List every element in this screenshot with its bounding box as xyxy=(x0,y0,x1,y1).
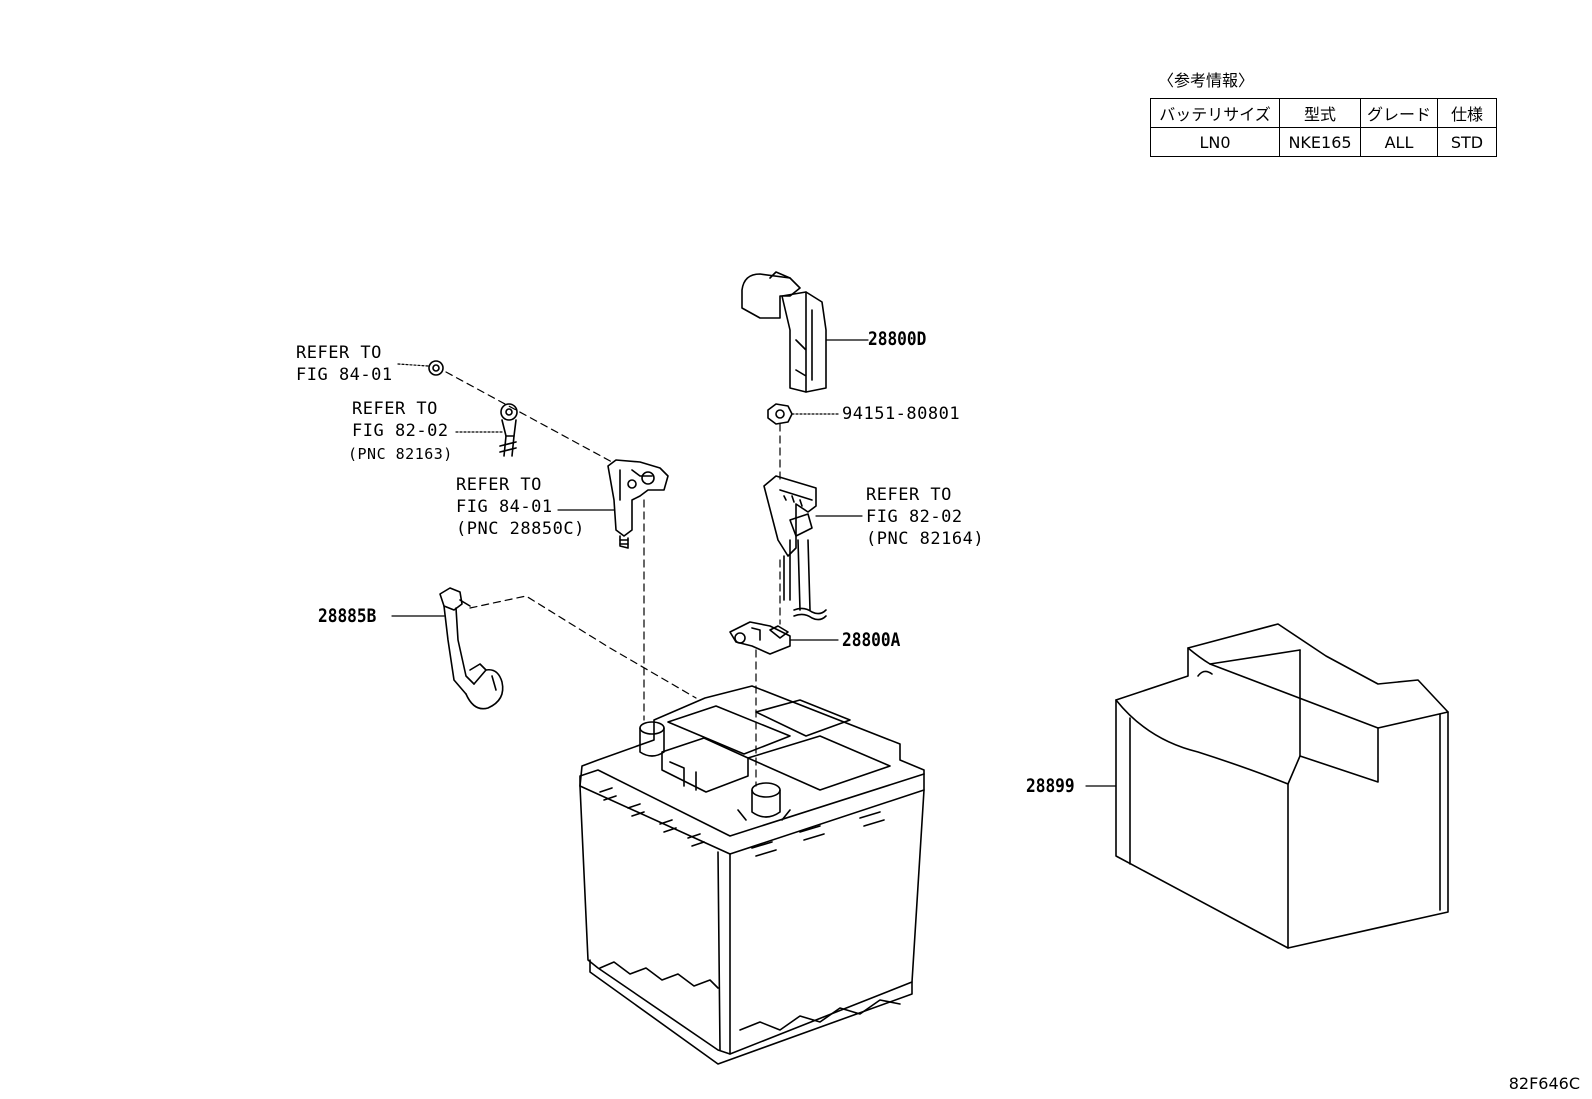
ref-fig-82-02-left-line1: REFER TO xyxy=(352,399,438,419)
part-number-28800d: 28800D xyxy=(868,328,927,350)
leader-lines xyxy=(391,339,1117,787)
positive-clamp xyxy=(763,475,827,621)
ref-fig-84-01-top-line2: FIG 84-01 xyxy=(296,365,393,385)
header-model: 型式 xyxy=(1279,98,1361,128)
battery-sensor xyxy=(607,459,669,549)
battery xyxy=(579,685,925,1065)
cell-grade: ALL xyxy=(1360,127,1438,157)
header-spec: 仕様 xyxy=(1437,98,1497,128)
cell-model: NKE165 xyxy=(1279,127,1361,157)
battery-insulator-28899 xyxy=(1115,623,1449,949)
part-number-28800a: 28800A xyxy=(842,629,901,651)
terminal-cover-28800d xyxy=(741,271,827,393)
part-number-94151-80801: 94151-80801 xyxy=(842,404,961,424)
nut-94151-80801 xyxy=(767,403,793,425)
figure-code: 82F646C xyxy=(1508,1074,1580,1093)
ground-cable-28885b xyxy=(439,587,504,710)
ref-fig-84-01-top-line1: REFER TO xyxy=(296,343,382,363)
ring-terminal xyxy=(499,403,518,457)
small-nut xyxy=(428,360,444,376)
ref-fig-82-02-right-line2: FIG 82-02 xyxy=(866,507,963,527)
header-grade: グレード xyxy=(1360,98,1438,128)
header-battery-size: バッテリサイズ xyxy=(1150,98,1280,128)
assembly-lines xyxy=(445,371,781,787)
cell-spec: STD xyxy=(1437,127,1497,157)
ref-fig-82-02-right-line3: (PNC 82164) xyxy=(866,529,985,549)
ref-fig-82-02-right-line1: REFER TO xyxy=(866,485,952,505)
ref-fig-84-01-mid-line2: FIG 84-01 xyxy=(456,497,553,517)
table-header-row: バッテリサイズ 型式 グレード 仕様 xyxy=(1150,98,1497,128)
ref-fig-84-01-mid-line1: REFER TO xyxy=(456,475,542,495)
part-number-28885b: 28885B xyxy=(318,605,377,627)
ref-fig-82-02-left-line3: (PNC 82163) xyxy=(348,445,453,463)
ref-fig-82-02-left-line2: FIG 82-02 xyxy=(352,421,449,441)
ref-fig-84-01-mid-line3: (PNC 28850C) xyxy=(456,519,585,539)
part-number-28899: 28899 xyxy=(1026,775,1075,797)
cell-battery-size: LN0 xyxy=(1150,127,1280,157)
table-row: LN0 NKE165 ALL STD xyxy=(1150,127,1497,157)
reference-info-table: バッテリサイズ 型式 グレード 仕様 LN0 NKE165 ALL STD xyxy=(1150,98,1497,157)
terminal-28800a xyxy=(729,621,791,655)
reference-info-caption: 〈参考情報〉 xyxy=(1158,71,1255,90)
